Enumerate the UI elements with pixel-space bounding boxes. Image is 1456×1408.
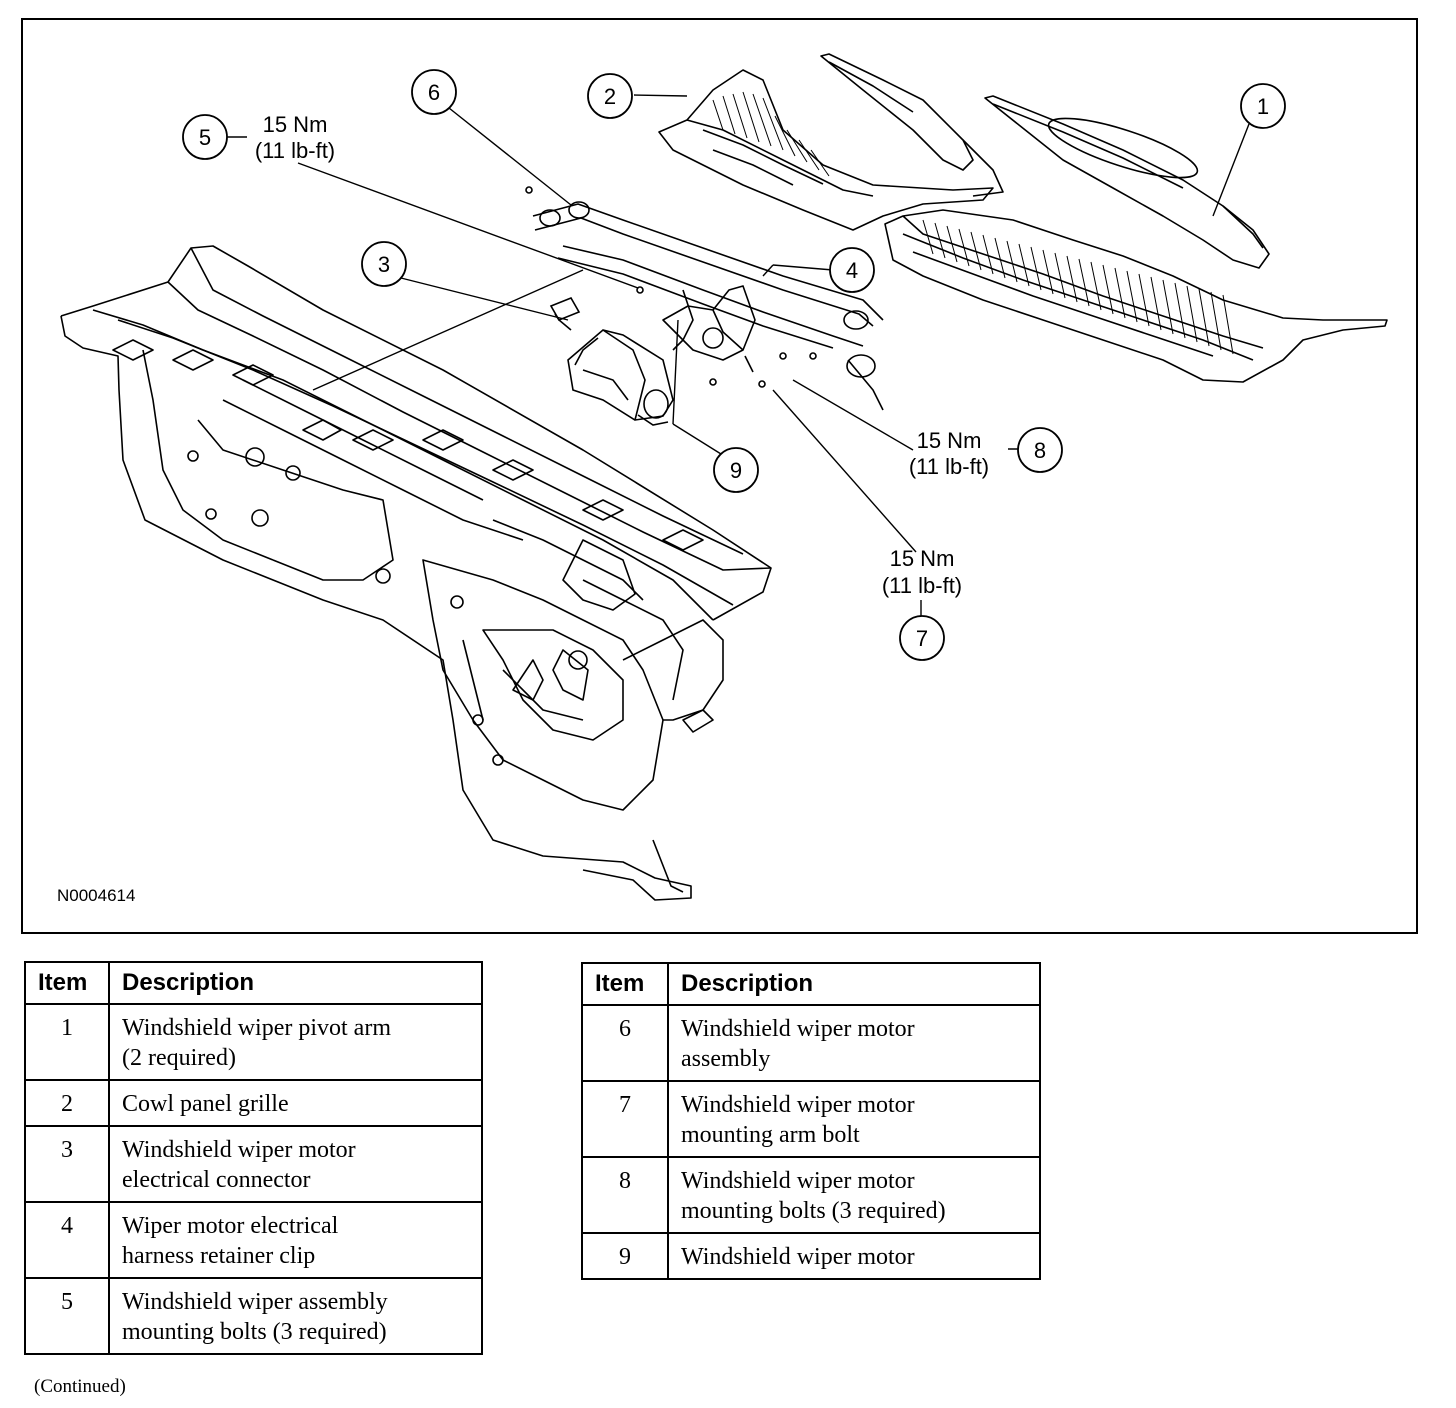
description-line: mounting bolts (3 required) [122, 1319, 387, 1345]
svg-text:(11 lb-ft): (11 lb-ft) [255, 138, 335, 163]
description-line: Windshield wiper motor [681, 1168, 915, 1194]
svg-text:4: 4 [846, 258, 858, 283]
item-number: 8 [581, 1156, 669, 1234]
legend-header-row: Item Description [581, 962, 1041, 1006]
description-column-header: Description [108, 961, 483, 1005]
description-line: Windshield wiper motor [681, 1092, 915, 1118]
svg-text:15 Nm: 15 Nm [917, 428, 982, 453]
table-row: 8 Windshield wiper motor mounting bolts (… [581, 1156, 1041, 1234]
wiper-motor [549, 296, 674, 426]
item-number: 9 [581, 1232, 669, 1280]
svg-text:(11 lb-ft): (11 lb-ft) [882, 573, 962, 598]
callout-4: 4 [829, 247, 875, 293]
svg-text:6: 6 [428, 80, 440, 105]
item-description: Cowl panel grille [108, 1079, 483, 1127]
table-row: 7 Windshield wiper motor mounting arm bol… [581, 1080, 1041, 1158]
svg-text:(11 lb-ft): (11 lb-ft) [909, 454, 989, 479]
item-description: Windshield wiper motor assembly [667, 1004, 1041, 1082]
callout-7: 7 [899, 615, 945, 661]
item-description: Windshield wiper motor electrical connect… [108, 1125, 483, 1203]
description-line: mounting bolts (3 required) [681, 1198, 946, 1224]
callout-8: 8 [1017, 427, 1063, 473]
continued-note: (Continued) [34, 1376, 126, 1397]
legend-header-row: Item Description [24, 961, 483, 1005]
description-line: electrical connector [122, 1167, 311, 1193]
item-number: 1 [24, 1003, 110, 1081]
item-number: 6 [581, 1004, 669, 1082]
figure-id: N0004614 [57, 886, 136, 905]
svg-text:7: 7 [916, 626, 928, 651]
table-row: 4 Wiper motor electrical harness retainer… [24, 1201, 483, 1279]
torque-label-item7: 15 Nm (11 lb-ft) [882, 546, 962, 598]
wiper-linkage-module [525, 186, 884, 411]
table-row: 2 Cowl panel grille [24, 1079, 483, 1127]
callout-3: 3 [361, 241, 407, 287]
legend-table-right: Item Description 6 Windshield wiper moto… [581, 962, 1041, 1280]
item-description: Windshield wiper motor mounting arm bolt [667, 1080, 1041, 1158]
svg-text:9: 9 [730, 458, 742, 483]
description-line: assembly [681, 1046, 771, 1072]
item-description: Wiper motor electrical harness retainer c… [108, 1201, 483, 1279]
callout-6: 6 [411, 69, 457, 115]
torque-label-item5: 15 Nm (11 lb-ft) [255, 112, 335, 163]
callout-5: 5 [182, 114, 228, 160]
item-number: 5 [24, 1277, 110, 1355]
description-line: Windshield wiper assembly [122, 1289, 388, 1315]
description-line: Windshield wiper motor [122, 1137, 356, 1163]
svg-text:3: 3 [378, 252, 390, 277]
table-row: 5 Windshield wiper assembly mounting bolt… [24, 1277, 483, 1355]
description-line: harness retainer clip [122, 1243, 316, 1269]
item-number: 3 [24, 1125, 110, 1203]
item-column-header: Item [24, 961, 110, 1005]
description-line: Cowl panel grille [122, 1091, 289, 1117]
description-line: Windshield wiper motor [681, 1016, 915, 1042]
legend-table-left: Item Description 1 Windshield wiper pivo… [24, 961, 483, 1355]
wiper-arms [820, 53, 1270, 269]
svg-text:5: 5 [199, 125, 211, 150]
svg-text:15 Nm: 15 Nm [263, 112, 328, 137]
wiper-assembly-illustration: 1 2 3 4 5 6 7 8 9 15 Nm (11 lb-ft) 15 Nm… [60, 53, 1388, 901]
item-column-header: Item [581, 962, 669, 1006]
exploded-view-figure: 1 2 3 4 5 6 7 8 9 15 Nm (11 lb-ft) 15 Nm… [21, 18, 1418, 934]
item-description: Windshield wiper motor mounting bolts (3 … [667, 1156, 1041, 1234]
leader-lines [227, 94, 1250, 616]
callout-9: 9 [713, 447, 759, 493]
item-number: 7 [581, 1080, 669, 1158]
torque-label-item8: 15 Nm (11 lb-ft) [909, 428, 989, 479]
item-number: 2 [24, 1079, 110, 1127]
svg-text:1: 1 [1257, 94, 1269, 119]
table-row: 6 Windshield wiper motor assembly [581, 1004, 1041, 1082]
table-row: 1 Windshield wiper pivot arm (2 required) [24, 1003, 483, 1081]
callout-2: 2 [587, 73, 633, 119]
cowl-dash-panel [60, 245, 772, 901]
item-description: Windshield wiper assembly mounting bolts … [108, 1277, 483, 1355]
table-row: 3 Windshield wiper motor electrical conne… [24, 1125, 483, 1203]
item-description: Windshield wiper pivot arm (2 required) [108, 1003, 483, 1081]
item-description: Windshield wiper motor [667, 1232, 1041, 1280]
description-line: Windshield wiper motor [681, 1244, 915, 1270]
item-number: 4 [24, 1201, 110, 1279]
svg-text:8: 8 [1034, 438, 1046, 463]
description-line: (2 required) [122, 1045, 236, 1071]
description-column-header: Description [667, 962, 1041, 1006]
description-line: mounting arm bolt [681, 1122, 860, 1148]
description-line: Windshield wiper pivot arm [122, 1015, 391, 1041]
callout-1: 1 [1240, 83, 1286, 129]
table-row: 9 Windshield wiper motor [581, 1232, 1041, 1280]
svg-text:15 Nm: 15 Nm [890, 546, 955, 571]
cowl-grille [658, 69, 1388, 383]
description-line: Wiper motor electrical [122, 1213, 339, 1239]
svg-text:2: 2 [604, 84, 616, 109]
